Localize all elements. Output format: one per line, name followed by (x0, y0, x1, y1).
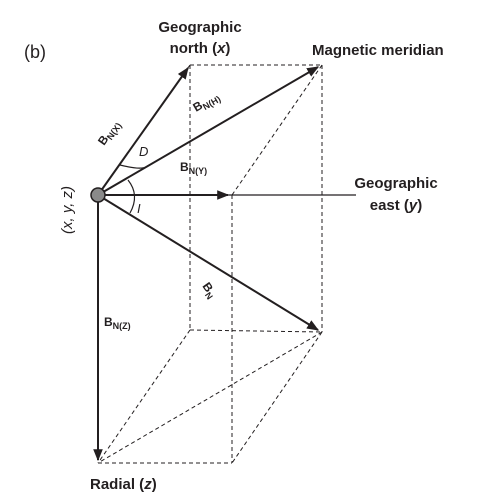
vector-bn-label: BN (198, 280, 220, 302)
vector-bnz-label: BN(Z) (104, 315, 131, 331)
origin-point (90, 187, 106, 203)
vector-bnx-arrow (97, 67, 189, 196)
vector-bnh-arrow (97, 66, 320, 196)
geo-north-label-line2: north (x) (170, 40, 231, 57)
vector-bnh-label: BN(H) (191, 89, 223, 117)
inclination-angle-label: I (137, 201, 141, 216)
origin-coordinates-label: (x, y, z) (59, 186, 76, 234)
geo-north-label-line1: Geographic (158, 19, 241, 36)
vector-bn-arrow (97, 194, 320, 331)
vectors (93, 66, 320, 462)
panel-label: (b) (24, 42, 46, 62)
magnetic-meridian-label: Magnetic meridian (312, 42, 444, 59)
radial-label: Radial (z) (90, 476, 157, 493)
geo-east-label-line2: east (y) (370, 197, 423, 214)
vector-bny-label: BN(Y) (180, 160, 207, 176)
declination-angle-label: D (139, 144, 148, 159)
geo-east-label-line1: Geographic (354, 175, 437, 192)
declination-arc (119, 164, 147, 169)
inclination-arc (127, 179, 136, 214)
vector-bnx-label: BN(X) (95, 117, 124, 148)
